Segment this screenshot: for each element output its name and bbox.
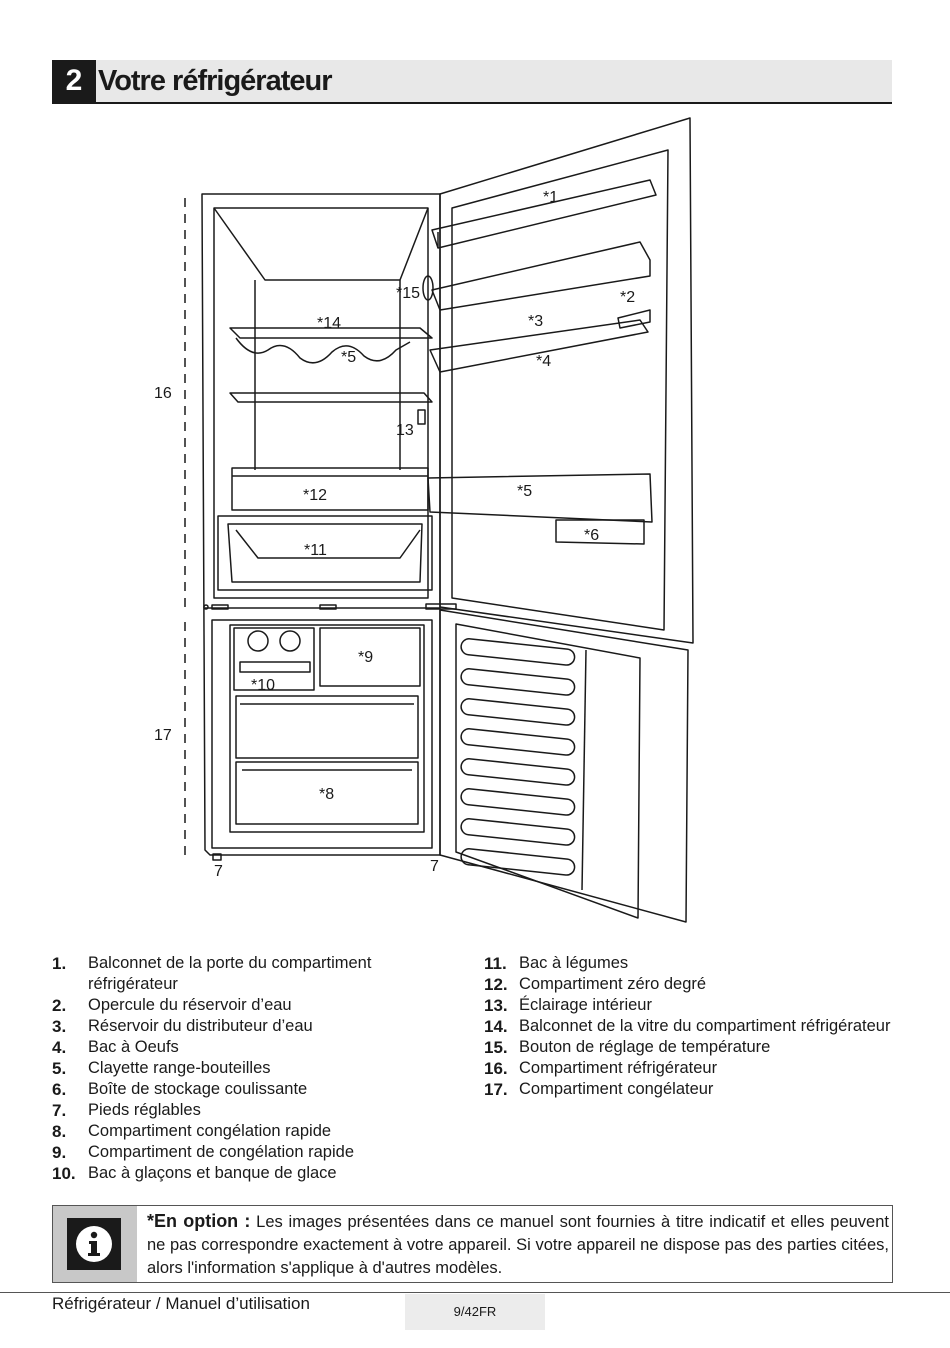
list-item: 15.Bouton de réglage de température <box>484 1038 771 1057</box>
callout-12: *12 <box>303 487 327 504</box>
callout-9: *9 <box>358 649 373 666</box>
callout-14: *14 <box>317 315 341 332</box>
callout-3: *3 <box>528 313 543 330</box>
callout-5-door: *5 <box>517 483 532 500</box>
info-icon-panel <box>53 1206 137 1282</box>
callout-16: 16 <box>154 385 172 402</box>
info-note-lead: *En option : <box>147 1211 251 1231</box>
list-item: 14.Balconnet de la vitre du compartiment… <box>484 1017 891 1036</box>
list-item: 16.Compartiment réfrigérateur <box>484 1059 718 1078</box>
list-item: 9.Compartiment de congélation rapide <box>52 1143 354 1162</box>
list-item: 2.Opercule du réservoir d’eau <box>52 996 292 1015</box>
callout-1: *1 <box>543 189 558 206</box>
info-note-body: Les images présentées dans ce manuel son… <box>147 1213 889 1277</box>
fridge-diagram: *1 *2 *3 *4 *5 *6 *14 *5 *15 13 *12 *11 … <box>154 117 694 923</box>
footer-document-title: Réfrigérateur / Manuel d’utilisation <box>52 1294 310 1313</box>
list-item: 7.Pieds réglables <box>52 1101 201 1120</box>
footer-divider <box>0 1292 950 1293</box>
callout-8: *8 <box>319 786 334 803</box>
list-item: 6.Boîte de stockage coulissante <box>52 1080 308 1099</box>
callout-7-left: 7 <box>214 863 223 880</box>
section-number: 2 <box>52 60 96 102</box>
list-item: 5.Clayette range-bouteilles <box>52 1059 271 1078</box>
info-note-box: *En option : Les images présentées dans … <box>52 1205 893 1283</box>
list-item: 12.Compartiment zéro degré <box>484 975 707 994</box>
callout-13: 13 <box>396 422 414 439</box>
callout-5-shelf: *5 <box>341 349 356 366</box>
parts-list-left: 1.Balconnet de la porte du compartiment … <box>52 953 452 1184</box>
section-title: Votre réfrigérateur <box>98 65 332 97</box>
callout-2: *2 <box>620 289 635 306</box>
callout-6: *6 <box>584 527 599 544</box>
list-item: 3.Réservoir du distributeur d’eau <box>52 1017 313 1036</box>
info-icon <box>67 1218 121 1270</box>
section-header: 2 Votre réfrigérateur <box>52 60 892 104</box>
callout-11: *11 <box>304 542 327 559</box>
callout-17: 17 <box>154 727 172 744</box>
callout-15: *15 <box>396 285 420 302</box>
list-item: 17.Compartiment congélateur <box>484 1080 714 1099</box>
footer-page-number: 9/42FR <box>405 1294 545 1330</box>
list-item: 1.Balconnet de la porte du compartiment … <box>52 954 372 993</box>
info-note-text: *En option : Les images présentées dans … <box>147 1210 889 1280</box>
callout-10: *10 <box>251 677 275 694</box>
list-item: 10.Bac à glaçons et banque de glace <box>52 1164 337 1183</box>
list-item: 4.Bac à Oeufs <box>52 1038 179 1057</box>
list-item: 11.Bac à légumes <box>484 954 629 973</box>
parts-list-right: 11.Bac à légumes 12.Compartiment zéro de… <box>484 953 904 1100</box>
callout-7-right: 7 <box>430 858 439 875</box>
list-item: 8.Compartiment congélation rapide <box>52 1122 332 1141</box>
list-item: 13.Éclairage intérieur <box>484 996 652 1015</box>
callout-4: *4 <box>536 353 551 370</box>
